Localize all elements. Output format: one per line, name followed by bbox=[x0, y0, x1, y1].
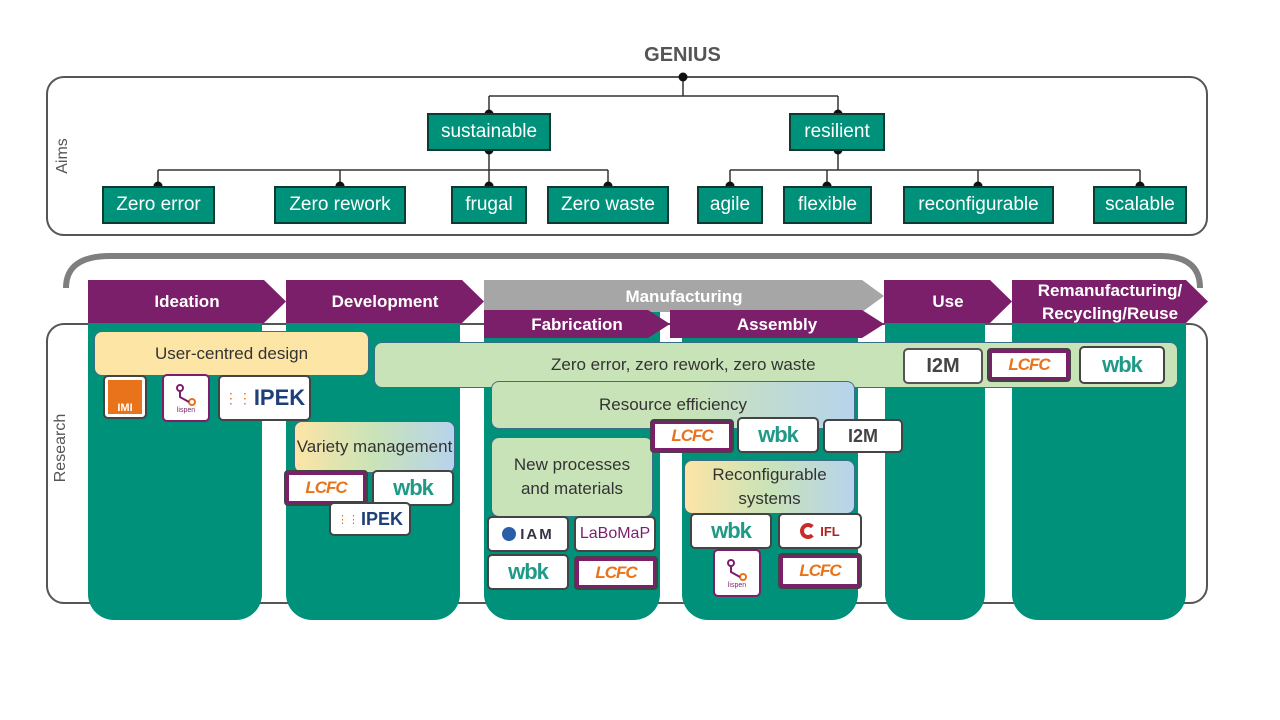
aim-flexible: flexible bbox=[783, 186, 872, 224]
topic-user-centred-design: User-centred design bbox=[94, 331, 369, 376]
logo-wbk-4: wbk bbox=[487, 554, 569, 590]
logo-wbk-1: wbk bbox=[372, 470, 454, 506]
logo-ifl: IFL bbox=[778, 513, 862, 549]
phase-fabrication: Fabrication bbox=[484, 310, 670, 338]
logo-lcfc-3: LCFC bbox=[650, 419, 734, 453]
aim-frugal: frugal bbox=[451, 186, 527, 224]
topic-variety-management: Variety management bbox=[294, 421, 455, 473]
logo-imi: IMI bbox=[103, 375, 147, 419]
logo-labomap: LaBoMaP bbox=[574, 516, 656, 552]
phase-use: Use bbox=[884, 280, 1012, 323]
diagram-title: GENIUS bbox=[644, 44, 721, 66]
aim-sustainable: sustainable bbox=[427, 113, 551, 151]
logo-lcfc-2: LCFC bbox=[987, 348, 1071, 382]
logo-lispen-1: lispen bbox=[162, 374, 210, 422]
logo-lcfc-4: LCFC bbox=[574, 556, 658, 590]
topic-new-processes-materials: New processes and materials bbox=[491, 437, 653, 517]
logo-lispen-2: lispen bbox=[713, 549, 761, 597]
logo-i2m-1: I2M bbox=[903, 348, 983, 384]
aim-zero-waste: Zero waste bbox=[547, 186, 669, 224]
logo-lcfc-1: LCFC bbox=[284, 470, 368, 506]
aim-resilient: resilient bbox=[789, 113, 885, 151]
logo-i2m-2: I2M bbox=[823, 419, 903, 453]
logo-lcfc-5: LCFC bbox=[778, 553, 862, 589]
logo-wbk-5: wbk bbox=[690, 513, 772, 549]
aim-scalable: scalable bbox=[1093, 186, 1187, 224]
phase-manufacturing: Manufacturing bbox=[484, 280, 884, 312]
aim-zero-rework: Zero rework bbox=[274, 186, 406, 224]
phase-development: Development bbox=[286, 280, 484, 323]
logo-iam: IAM bbox=[487, 516, 569, 552]
phase-assembly: Assembly bbox=[670, 310, 884, 338]
aim-agile: agile bbox=[697, 186, 763, 224]
logo-ipek-2: ⋮⋮IPEK bbox=[329, 502, 411, 536]
logo-wbk-3: wbk bbox=[737, 417, 819, 453]
topic-reconfigurable-systems: Reconfigurable systems bbox=[684, 460, 855, 514]
phase-remanufacturing: Remanufacturing/ Recycling/Reuse bbox=[1012, 280, 1208, 323]
lifecycle-loop-arrow bbox=[63, 253, 1203, 289]
phase-ideation: Ideation bbox=[88, 280, 286, 323]
research-label: Research bbox=[52, 413, 69, 483]
aim-reconfigurable: reconfigurable bbox=[903, 186, 1054, 224]
logo-wbk-2: wbk bbox=[1079, 346, 1165, 384]
aims-panel bbox=[46, 76, 1208, 236]
aim-zero-error: Zero error bbox=[102, 186, 215, 224]
logo-ipek-1: ⋮⋮IPEK bbox=[218, 375, 311, 421]
